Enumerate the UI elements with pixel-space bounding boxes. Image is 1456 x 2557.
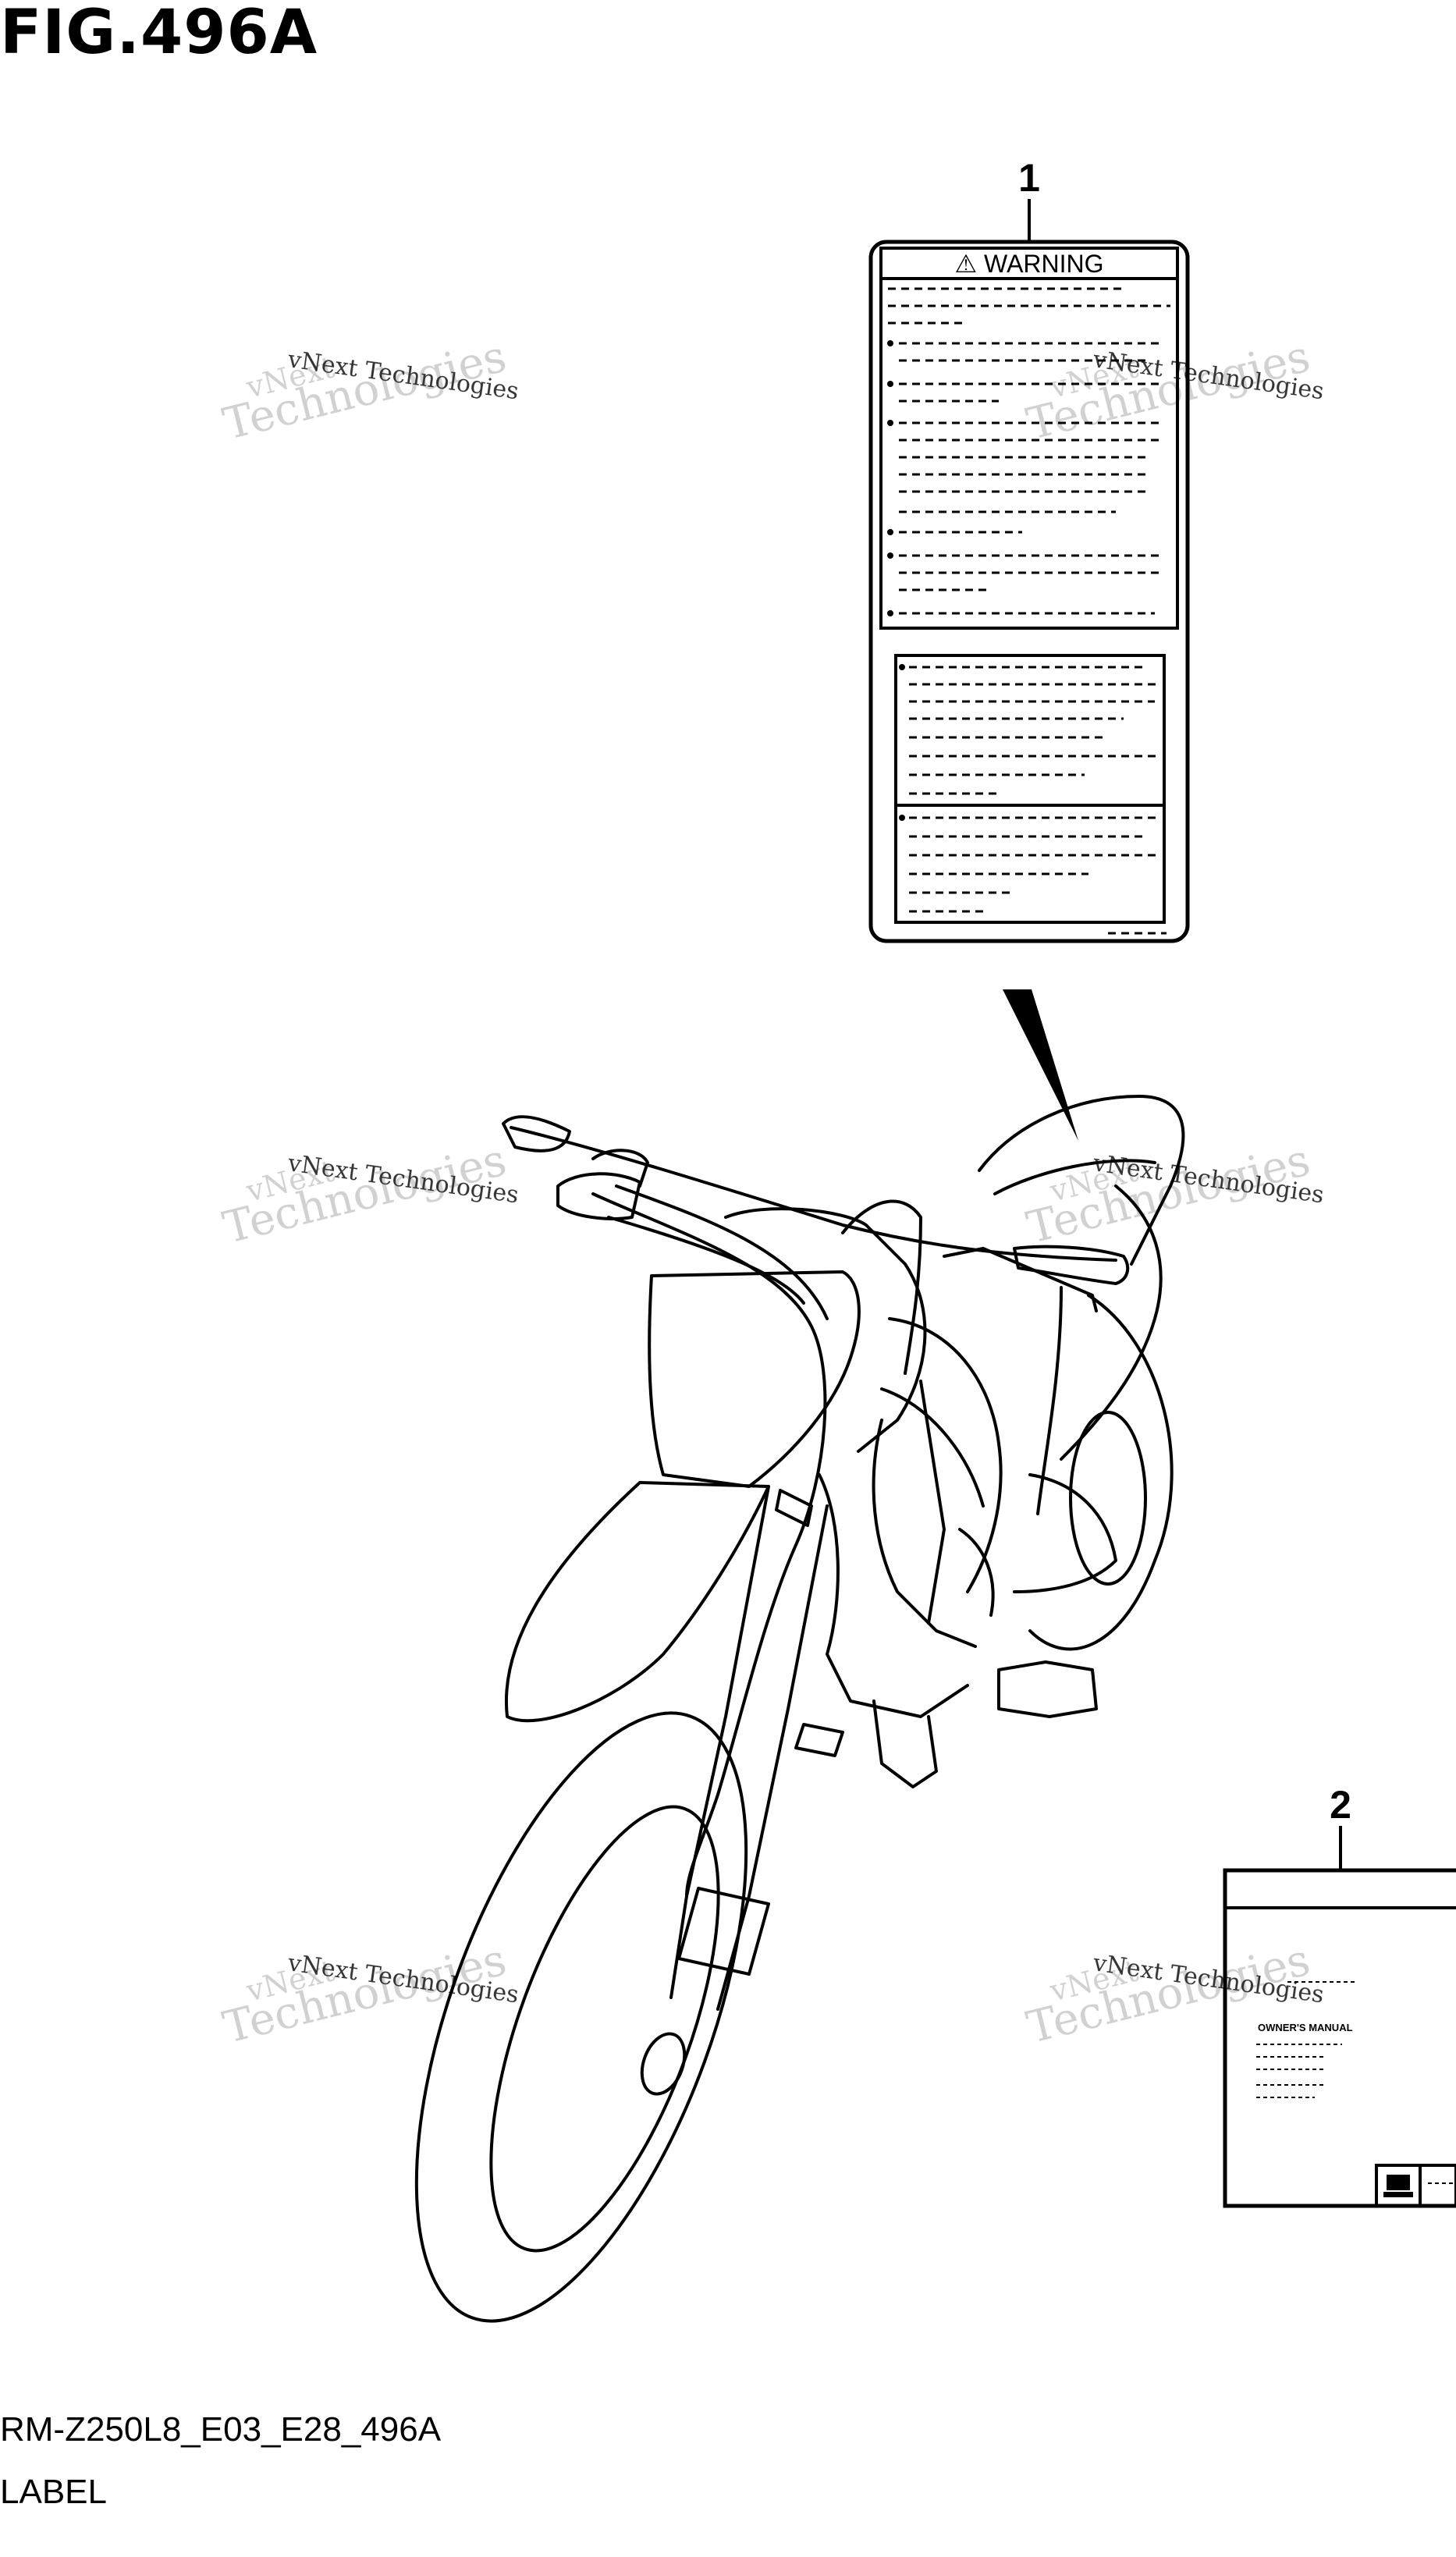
front-fender	[505, 1481, 770, 1723]
owners-manual-label	[1223, 1868, 1456, 2208]
warning-bullets	[887, 340, 893, 616]
fork-clamp	[775, 1489, 813, 1527]
right-grip	[1013, 1245, 1130, 1285]
cylinder-fins	[958, 1528, 995, 1617]
fuel-tank	[724, 1207, 927, 1453]
motorcycle-drawing	[414, 1095, 1185, 2323]
book-icon	[1383, 2175, 1413, 2197]
callout-number-2: 2	[1330, 1783, 1351, 1827]
owners-manual-heading: OWNER'S MANUAL	[1258, 2022, 1353, 2033]
side-panel-line	[1036, 1286, 1063, 1515]
rear-hub	[1069, 1411, 1147, 1586]
warning-text-lines	[888, 287, 1170, 615]
frame-rail	[919, 1380, 946, 1625]
number-plate	[648, 1270, 861, 1488]
rear-tire	[1028, 1294, 1174, 1651]
location-pointer	[1003, 989, 1078, 1141]
fork-guard	[677, 1887, 770, 1976]
figure-name: LABEL	[0, 2473, 107, 2511]
left-lever-perch	[556, 1172, 641, 1220]
warning-label	[868, 240, 1190, 943]
warning-header-text: ⚠ WARNING	[954, 250, 1103, 278]
throttle-cable	[607, 1216, 805, 1305]
owners-label-outline	[1223, 1868, 1456, 2208]
shroud-edge	[880, 1387, 985, 1508]
kickstart-area	[872, 1699, 938, 1788]
fork-leg-right	[716, 1504, 829, 2011]
front-brake-lever	[943, 1247, 1098, 1312]
seat	[978, 1095, 1185, 1266]
tank-cap-area	[841, 1199, 922, 1375]
footpeg-right	[997, 1660, 1098, 1718]
warning-panel	[879, 247, 1179, 630]
left-grip	[502, 1115, 571, 1152]
exhaust-pipe	[1013, 1473, 1117, 1593]
warning-label-outline	[868, 240, 1190, 943]
engine-cases	[818, 1473, 969, 1718]
footpeg-left	[794, 1723, 844, 1757]
figure-code: RM-Z250L8_E03_E28_496A	[0, 2410, 442, 2449]
seat-edge	[993, 1159, 1156, 1195]
figure-title: FIG.496A	[0, 0, 318, 68]
front-tire	[414, 1711, 748, 2323]
front-hub	[640, 2032, 687, 2096]
clutch-cable	[615, 1184, 829, 1320]
side-panel	[1060, 1184, 1163, 1461]
owners-label-text-lines	[1256, 1981, 1456, 2184]
radiator-shroud	[888, 1317, 1003, 1593]
handlebar	[510, 1126, 1117, 1262]
frame-downtube	[872, 1419, 977, 1648]
owners-label-icon-box	[1375, 2164, 1456, 2207]
fork-leg-left	[669, 1485, 770, 1999]
instruction-panel	[894, 654, 1166, 924]
left-switch	[591, 1149, 649, 1188]
instruction-text-lines	[909, 666, 1167, 935]
watermark-caption-group: vNext Technologies vNext Technologies vN…	[286, 346, 1326, 2008]
callout-number-1: 1	[1018, 156, 1040, 200]
